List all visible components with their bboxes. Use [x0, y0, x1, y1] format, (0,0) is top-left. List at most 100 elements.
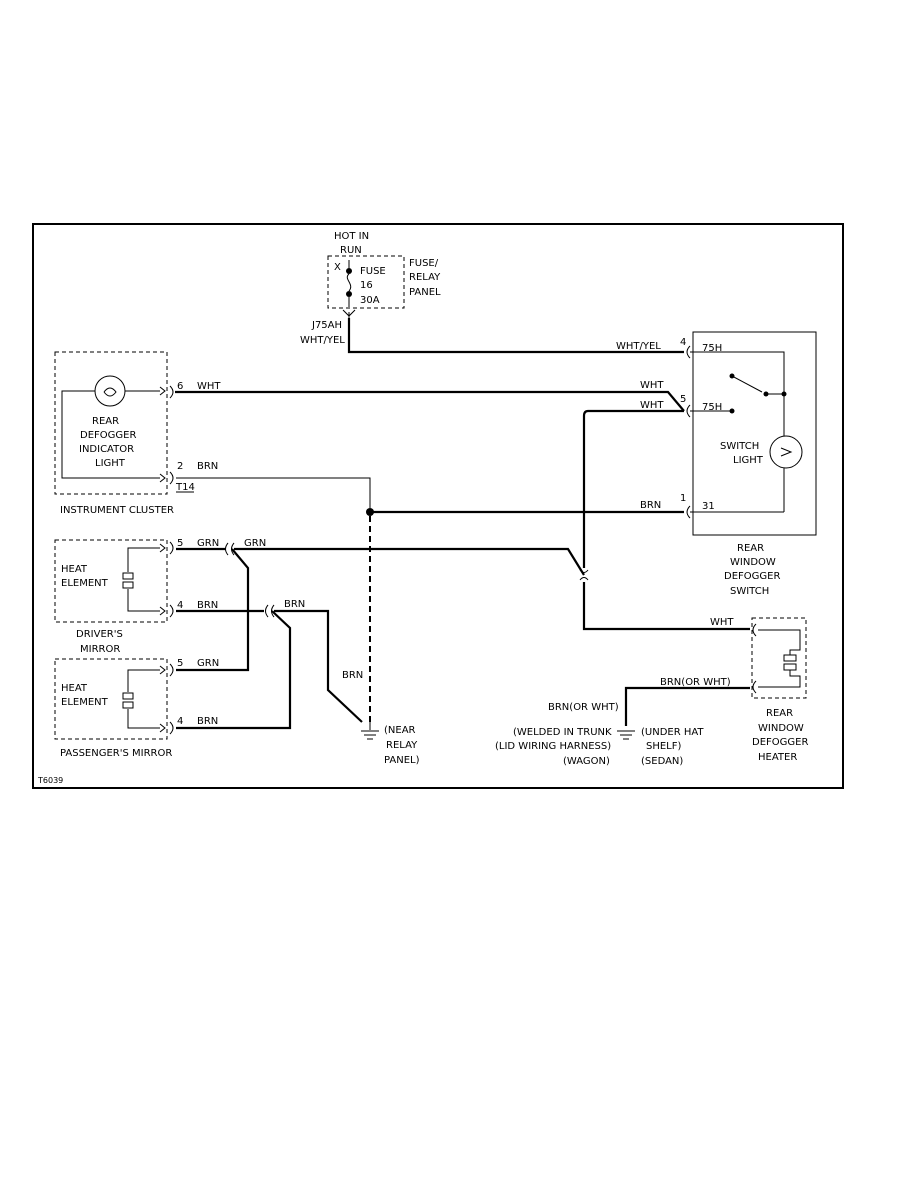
switch-pin4-wire-label: WHT/YEL: [616, 341, 661, 352]
passengers-heat-element-icon: [122, 692, 134, 700]
instrument-cluster: REAR DEFOGGER INDICATOR LIGHT 6 WHT 2 BR…: [54, 351, 221, 516]
wire-brn-cluster: [176, 477, 371, 508]
fuse-wire-label: WHT/YEL: [300, 335, 345, 346]
fuse-rating: 30A: [360, 295, 380, 306]
indicator-label-4: LIGHT: [95, 458, 126, 469]
drivers-pin5-arrow: [159, 543, 166, 553]
passengers-pin-5: 5: [177, 658, 183, 669]
cluster-box: [54, 351, 168, 495]
indicator-label-3: INDICATOR: [79, 444, 134, 455]
indicator-filament: [103, 387, 117, 397]
fuse-element-icon: [346, 273, 352, 292]
drivers-pin-4: 4: [177, 600, 183, 611]
switch-terminal-31: 31: [702, 501, 715, 512]
wire-wht-heater-lower: [582, 582, 750, 631]
ground-wagon-label-2: (LID WIRING HARNESS): [495, 741, 611, 752]
ground-trunk-hat-shelf: BRN(OR WHT) (WELDED IN TRUNK (LID WIRING…: [495, 702, 704, 767]
cluster-pin2-arrow: [159, 473, 166, 483]
splice-brn-icon: [271, 604, 275, 618]
passengers-mirror-box: [54, 658, 168, 740]
fuse-terminal-bottom: [346, 291, 352, 297]
run-label: RUN: [340, 245, 362, 256]
cluster-pin2-wire-label: BRN: [197, 461, 218, 472]
switch-label-1: REAR: [737, 543, 764, 554]
heater-label-1: REAR: [766, 708, 793, 719]
fuse-panel-box: [327, 255, 405, 309]
switch-pin5-wire-b-label: WHT: [640, 400, 664, 411]
cluster-connector-2-icon: [169, 471, 174, 485]
wire-brn-to-ground: [274, 609, 363, 723]
wire-brn-or-wht-heater: [624, 686, 750, 726]
passengers-heat-label-1: HEAT: [61, 683, 88, 694]
passengers-heat-label-2: ELEMENT: [61, 697, 109, 708]
fuse-label: FUSE: [360, 266, 386, 277]
splice-brn-ground: [366, 508, 374, 516]
cluster-connector-label: T14: [175, 482, 195, 493]
hot-in-label: HOT IN: [334, 231, 369, 242]
wire-brn-passengers: [176, 610, 292, 730]
wire-crossover-icon: [579, 577, 589, 581]
switch-light-bulb-icon: [769, 435, 803, 469]
drivers-pin5-wire-label: GRN: [197, 538, 219, 549]
figure-id: T6039: [37, 776, 63, 785]
switch-box: [692, 331, 817, 536]
drivers-pin4-arrow: [159, 606, 166, 616]
passengers-pin5-wire-label: GRN: [197, 658, 219, 669]
wire-grn-to-heater: [234, 547, 585, 576]
ground-relay-label-3: PANEL): [384, 755, 420, 766]
switch-light-label-1: SWITCH: [720, 441, 759, 452]
passengers-connector-5-icon: [169, 663, 174, 677]
switch-contact-lower: [729, 408, 735, 414]
ground-trunk-wire-label: BRN(OR WHT): [548, 702, 619, 713]
switch-terminal-75h-b: 75H: [702, 402, 722, 413]
passengers-pin-4: 4: [177, 716, 183, 727]
indicator-bulb-icon: [94, 375, 126, 407]
wire-wht-indicator: [175, 390, 685, 412]
heater-connector-bottom-icon: [752, 680, 757, 694]
fuse-connector-label: J75AH: [311, 320, 342, 331]
drivers-mirror: HEAT ELEMENT 5 GRN 4 BRN DRIVER'S MIRROR: [54, 538, 219, 655]
diagram-frame: [32, 223, 844, 789]
cluster-connector-6-icon: [169, 385, 174, 399]
drivers-heat-label-2: ELEMENT: [61, 578, 109, 589]
cluster-internal-return: [61, 390, 160, 479]
heater-bottom-wire-label: BRN(OR WHT): [660, 677, 731, 688]
heater-element-icon: [783, 654, 797, 662]
drivers-connector-4-icon: [169, 604, 174, 618]
heater-label-4: HEATER: [758, 752, 797, 763]
drivers-splice-grn-label: GRN: [244, 538, 266, 549]
passengers-mirror: HEAT ELEMENT 5 GRN 4 BRN PASSENGER'S MIR…: [54, 658, 219, 759]
switch-pin-1: 1: [680, 493, 686, 504]
ground-sedan-label-1: (UNDER HAT: [641, 727, 704, 738]
fuse-panel-label-3: PANEL: [409, 287, 441, 298]
passengers-pin4-arrow: [159, 723, 166, 733]
fuse-terminal-top: [346, 268, 352, 274]
ground-wagon-label-3: (WAGON): [563, 756, 610, 767]
switch-blade: [731, 375, 763, 393]
fuse-panel-label-1: FUSE/: [409, 258, 439, 269]
switch-light-filament: [780, 447, 793, 457]
fuse-relay-panel: HOT IN RUN X FUSE 16 30A FUSE/ RELAY PAN…: [300, 231, 441, 346]
fuse-x-mark: X: [334, 262, 341, 273]
switch-terminal-75h-a: 75H: [702, 343, 722, 354]
drivers-pin4-wire-label: BRN: [197, 600, 218, 611]
fuse-number: 16: [360, 280, 373, 291]
passengers-pin4-wire-label: BRN: [197, 716, 218, 727]
ground-sedan-label-2: SHELF): [646, 741, 682, 752]
drivers-pin-5: 5: [177, 538, 183, 549]
passengers-pin5-arrow: [159, 665, 166, 675]
drivers-connector-5-icon: [169, 541, 174, 555]
switch-connector-4-icon: [686, 345, 691, 359]
switch-pin5-wire-a-label: WHT: [640, 380, 664, 391]
cluster-label: INSTRUMENT CLUSTER: [60, 505, 174, 516]
drivers-mirror-box: [54, 539, 168, 623]
ground-relay-wire-label: BRN: [342, 670, 363, 681]
switch-connector-1-icon: [686, 505, 691, 519]
drivers-heat-label-1: HEAT: [61, 564, 88, 575]
drivers-heat-element-icon: [122, 572, 134, 580]
cluster-pin6-arrow: [159, 386, 166, 396]
heater-label-2: WINDOW: [758, 723, 804, 734]
ground-near-relay-panel: BRN (NEAR RELAY PANEL): [342, 670, 420, 766]
cluster-pin-6: 6: [177, 381, 183, 392]
